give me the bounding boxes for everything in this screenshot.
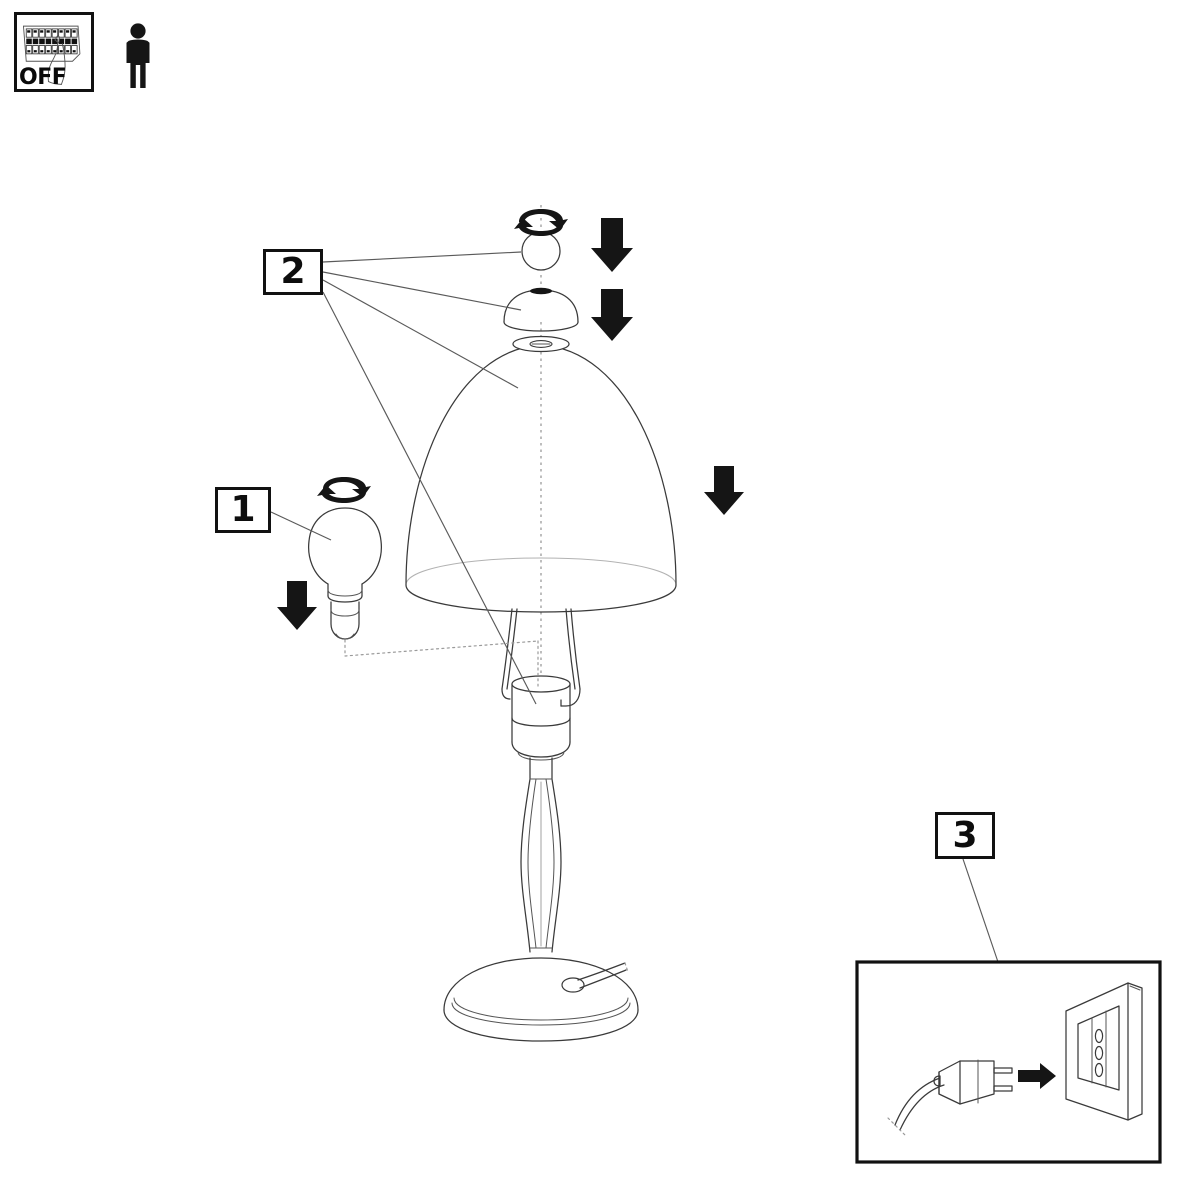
wall-socket <box>1065 982 1143 1121</box>
harp <box>501 608 581 707</box>
callout-box-2[interactable]: 2 <box>263 249 323 295</box>
down-arrow-cap <box>591 289 633 341</box>
dome-cap <box>503 287 579 332</box>
lamp-shade <box>405 335 677 613</box>
lamp-column <box>520 757 562 953</box>
down-arrow-finial <box>591 218 633 272</box>
leader-lines <box>270 251 999 963</box>
one-person-required-icon <box>118 22 158 88</box>
breaker-off-label: OFF <box>19 65 67 90</box>
down-arrow-bulb <box>277 581 317 630</box>
rotate-arrow-bulb <box>317 477 371 503</box>
power-cord <box>561 962 629 993</box>
down-arrow-shade <box>704 466 744 515</box>
light-bulb <box>308 507 382 640</box>
socket <box>511 675 571 761</box>
plug-cord <box>887 1077 945 1137</box>
insert-arrow-icon <box>1018 1063 1056 1089</box>
callout-box-3[interactable]: 3 <box>935 812 995 859</box>
callout-box-1[interactable]: 1 <box>215 487 271 533</box>
rotate-arrow-finial <box>514 209 568 236</box>
bulb-install-path <box>344 639 539 687</box>
circuit-breaker-panel-off-icon: OFF <box>14 12 94 92</box>
power-plug <box>933 1059 1013 1105</box>
lamp-base <box>443 957 639 1042</box>
breaker-panel-drawing <box>22 25 81 85</box>
